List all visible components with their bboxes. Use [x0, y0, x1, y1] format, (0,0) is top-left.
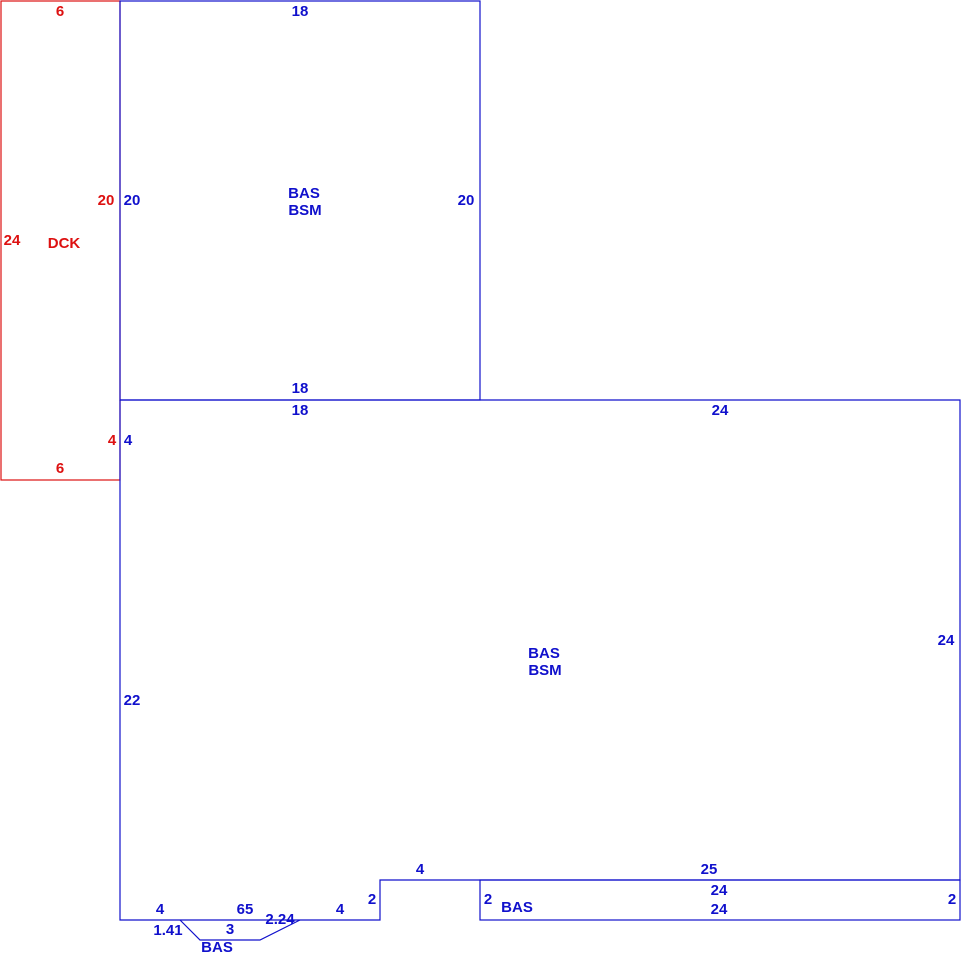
- strip-area-label: BAS: [501, 899, 533, 916]
- deck-dim-left: 24: [4, 232, 21, 249]
- deck-dim-bottom: 6: [56, 460, 64, 477]
- strip-dim-right: 2: [948, 891, 956, 908]
- bay-area-label: BAS: [201, 939, 233, 956]
- bay-dim-diag-right: 2.24: [265, 911, 295, 928]
- main-area-label-1: BAS: [528, 645, 560, 662]
- main-dim-bottom-b: 65: [237, 901, 254, 918]
- bay-dim-diag-left: 1.41: [153, 922, 182, 939]
- main-dim-left-lower: 22: [124, 692, 141, 709]
- upper-dim-bottom: 18: [292, 380, 309, 397]
- main-dim-notch-right: 2: [484, 891, 492, 908]
- upper-area-label-1: BAS: [288, 185, 320, 202]
- deck-dim-right-upper: 20: [98, 192, 115, 209]
- main-area-label-2: BSM: [528, 662, 561, 679]
- main-dim-top-right: 24: [712, 402, 729, 419]
- bay-dim-bottom: 3: [226, 921, 234, 938]
- main-dim-bottom-a: 4: [156, 901, 165, 918]
- strip-dim-bottom: 24: [711, 901, 728, 918]
- main-dim-step-right: 2: [368, 891, 376, 908]
- main-block-outline: [119, 399, 961, 921]
- main-dim-bottom-c: 4: [336, 901, 345, 918]
- main-dim-bottom-right-top: 25: [701, 861, 718, 878]
- deck-dim-top: 6: [56, 3, 64, 20]
- deck-dim-right-lower: 4: [108, 432, 117, 449]
- strip-outline: [479, 879, 961, 921]
- deck-area-label: DCK: [48, 235, 81, 252]
- main-dim-top-left: 18: [292, 402, 309, 419]
- upper-dim-left: 20: [124, 192, 141, 209]
- upper-area-label-2: BSM: [288, 202, 321, 219]
- bay-outline: [179, 919, 301, 941]
- main-dim-notch-top: 4: [416, 861, 425, 878]
- upper-dim-top: 18: [292, 3, 309, 20]
- main-dim-right: 24: [938, 632, 955, 649]
- strip-dim-top: 24: [711, 882, 728, 899]
- main-dim-left-upper: 4: [124, 432, 133, 449]
- upper-dim-right: 20: [458, 192, 475, 209]
